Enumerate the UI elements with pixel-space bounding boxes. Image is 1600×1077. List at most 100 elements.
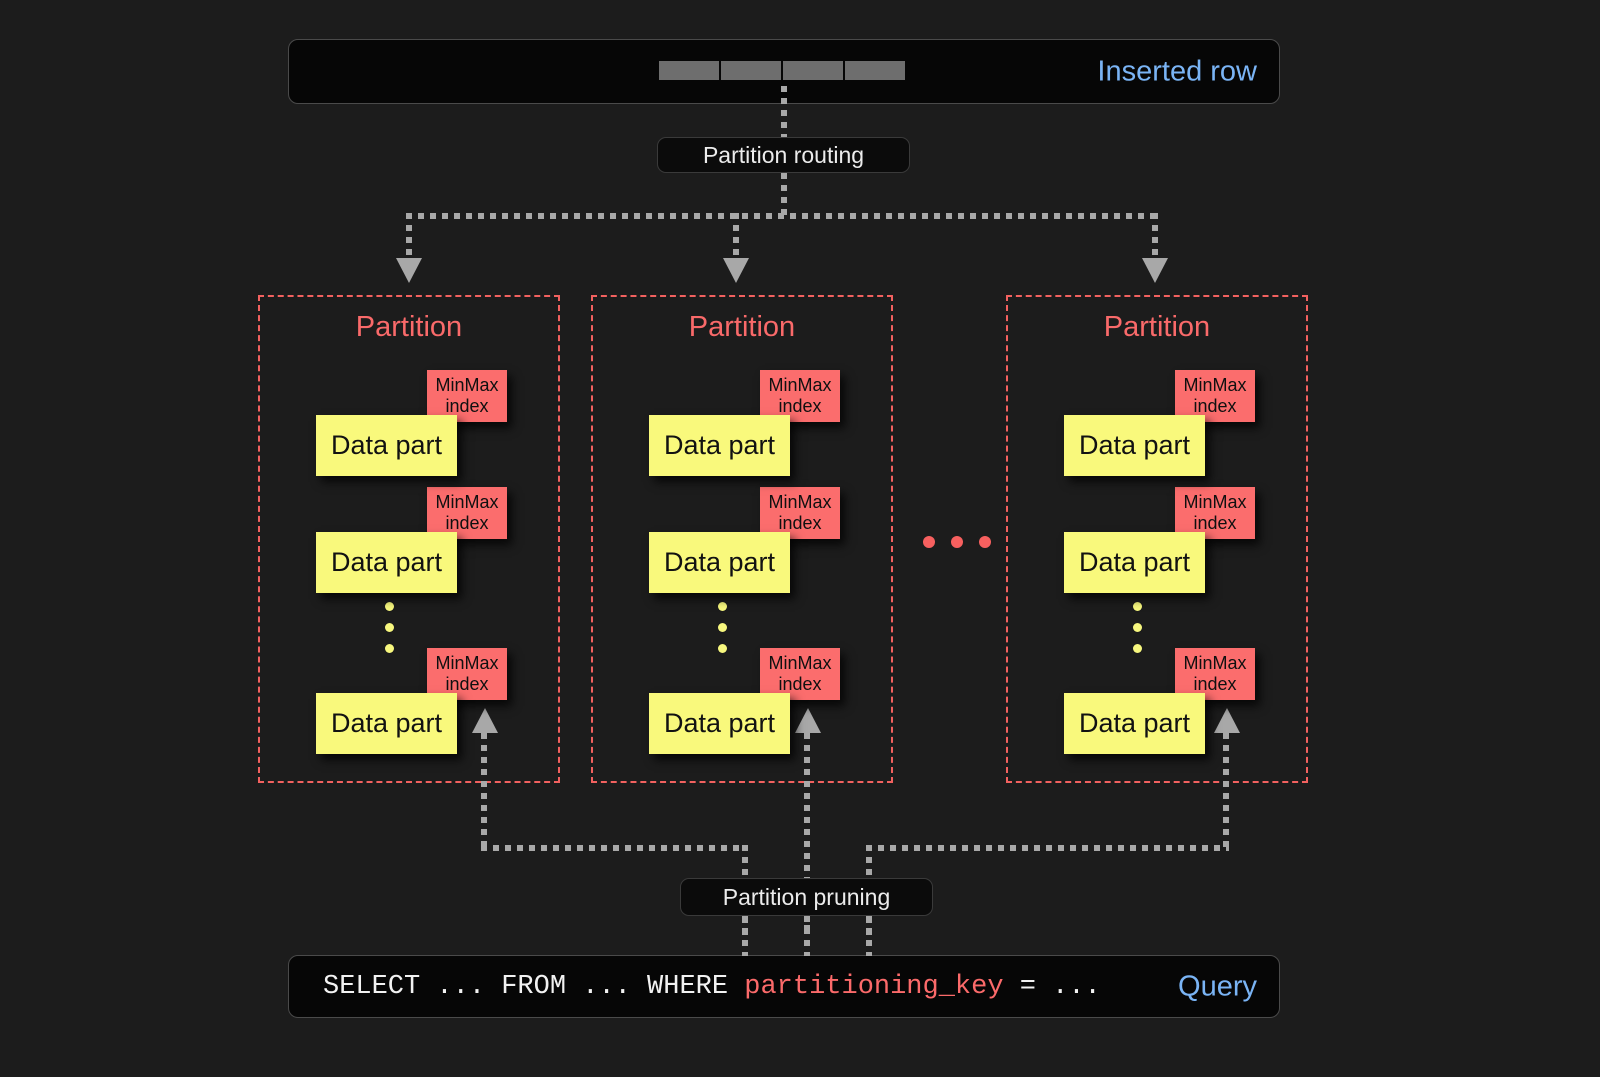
connector-pruning-up-3 bbox=[1223, 733, 1229, 849]
ellipsis-dot bbox=[385, 623, 394, 632]
minmax-index-line1: MinMax bbox=[435, 652, 499, 673]
partition-routing-box: Partition routing bbox=[657, 137, 910, 173]
data-part-group: MinMax index Data part bbox=[316, 648, 516, 754]
connector-row-to-routing bbox=[781, 86, 787, 137]
minmax-index-line1: MinMax bbox=[435, 491, 499, 512]
connector-pruning-to-query-3 bbox=[866, 916, 872, 956]
connector-pruning-bus-right bbox=[866, 845, 1229, 851]
data-part-box: Data part bbox=[316, 693, 457, 754]
minmax-index-line1: MinMax bbox=[768, 374, 832, 395]
connector-routing-drop-3 bbox=[1152, 213, 1158, 261]
data-part-group: MinMax index Data part bbox=[649, 487, 849, 593]
data-part-box: Data part bbox=[1064, 415, 1205, 476]
query-text-suffix: = ... bbox=[1003, 971, 1101, 1002]
minmax-index-box: MinMax index bbox=[760, 487, 840, 539]
arrow-down-to-partition-1 bbox=[396, 258, 422, 283]
data-part-group: MinMax index Data part bbox=[316, 487, 516, 593]
ellipsis-dot bbox=[718, 602, 727, 611]
minmax-index-line2: index bbox=[778, 674, 822, 694]
data-part-group: MinMax index Data part bbox=[1064, 370, 1264, 476]
data-part-box: Data part bbox=[649, 532, 790, 593]
connector-routing-down bbox=[781, 173, 787, 216]
arrow-down-to-partition-3 bbox=[1142, 258, 1168, 283]
data-part-box: Data part bbox=[649, 693, 790, 754]
ellipsis-dot bbox=[923, 536, 935, 548]
connector-pruning-to-query-1 bbox=[742, 916, 748, 956]
query-bar: SELECT ... FROM ... WHERE partitioning_k… bbox=[288, 955, 1280, 1018]
data-part-box: Data part bbox=[1064, 693, 1205, 754]
partition-box-3: Partition MinMax index Data part MinMax … bbox=[1006, 295, 1308, 783]
ellipsis-dot bbox=[385, 602, 394, 611]
partition-box-1: Partition MinMax index Data part MinMax … bbox=[258, 295, 560, 783]
horizontal-ellipsis bbox=[923, 536, 991, 548]
vertical-ellipsis bbox=[385, 602, 394, 653]
partition-box-2: Partition MinMax index Data part MinMax … bbox=[591, 295, 893, 783]
connector-routing-drop-1 bbox=[406, 213, 412, 261]
minmax-index-box: MinMax index bbox=[760, 648, 840, 700]
query-partitioning-key: partitioning_key bbox=[744, 971, 1004, 1002]
minmax-index-line2: index bbox=[778, 513, 822, 533]
ellipsis-dot bbox=[951, 536, 963, 548]
connector-pruning-bus-left bbox=[481, 845, 747, 851]
minmax-index-box: MinMax index bbox=[427, 487, 507, 539]
partition-pruning-label: Partition pruning bbox=[722, 883, 891, 910]
ellipsis-dot bbox=[979, 536, 991, 548]
connector-routing-bus bbox=[406, 213, 1158, 219]
data-part-box: Data part bbox=[316, 415, 457, 476]
data-part-box: Data part bbox=[649, 415, 790, 476]
ellipsis-dot bbox=[718, 623, 727, 632]
minmax-index-line1: MinMax bbox=[768, 652, 832, 673]
connector-pruning-to-query-2 bbox=[804, 916, 810, 956]
data-part-group: MinMax index Data part bbox=[1064, 648, 1264, 754]
ellipsis-dot bbox=[718, 644, 727, 653]
minmax-index-line2: index bbox=[1193, 513, 1237, 533]
connector-pruning-up-2 bbox=[804, 733, 810, 936]
ellipsis-dot bbox=[1133, 644, 1142, 653]
ellipsis-dot bbox=[1133, 623, 1142, 632]
minmax-index-line1: MinMax bbox=[1183, 491, 1247, 512]
arrow-up-to-partition-2 bbox=[795, 708, 821, 733]
partition-title: Partition bbox=[355, 311, 463, 343]
connector-pruning-up-1 bbox=[481, 733, 487, 849]
minmax-index-box: MinMax index bbox=[1175, 648, 1255, 700]
data-part-box: Data part bbox=[1064, 532, 1205, 593]
query-label: Query bbox=[1178, 970, 1257, 1002]
minmax-index-line2: index bbox=[1193, 396, 1237, 416]
data-part-box: Data part bbox=[316, 532, 457, 593]
minmax-index-box: MinMax index bbox=[427, 648, 507, 700]
data-part-group: MinMax index Data part bbox=[1064, 487, 1264, 593]
minmax-index-line2: index bbox=[445, 396, 489, 416]
arrow-down-to-partition-2 bbox=[723, 258, 749, 283]
partition-title: Partition bbox=[1103, 311, 1211, 343]
row-cell bbox=[721, 61, 781, 80]
vertical-ellipsis bbox=[1133, 602, 1142, 653]
minmax-index-line1: MinMax bbox=[1183, 652, 1247, 673]
data-part-group: MinMax index Data part bbox=[649, 370, 849, 476]
data-part-group: MinMax index Data part bbox=[316, 370, 516, 476]
partition-routing-label: Partition routing bbox=[702, 141, 865, 168]
minmax-index-line2: index bbox=[1193, 674, 1237, 694]
ellipsis-dot bbox=[1133, 602, 1142, 611]
minmax-index-line1: MinMax bbox=[435, 374, 499, 395]
partition-pruning-box: Partition pruning bbox=[680, 878, 933, 916]
inserted-row-cells bbox=[659, 61, 905, 80]
minmax-index-line2: index bbox=[778, 396, 822, 416]
data-part-group: MinMax index Data part bbox=[649, 648, 849, 754]
query-text-prefix: SELECT ... FROM ... WHERE bbox=[323, 971, 745, 1002]
connector-routing-drop-2 bbox=[733, 213, 739, 261]
row-cell bbox=[659, 61, 719, 80]
minmax-index-box: MinMax index bbox=[760, 370, 840, 422]
inserted-row-label: Inserted row bbox=[1097, 55, 1257, 87]
minmax-index-line1: MinMax bbox=[1183, 374, 1247, 395]
minmax-index-line1: MinMax bbox=[768, 491, 832, 512]
arrow-up-to-partition-1 bbox=[472, 708, 498, 733]
vertical-ellipsis bbox=[718, 602, 727, 653]
minmax-index-box: MinMax index bbox=[1175, 487, 1255, 539]
minmax-index-box: MinMax index bbox=[427, 370, 507, 422]
row-cell bbox=[783, 61, 843, 80]
minmax-index-line2: index bbox=[445, 674, 489, 694]
minmax-index-box: MinMax index bbox=[1175, 370, 1255, 422]
minmax-index-line2: index bbox=[445, 513, 489, 533]
row-cell bbox=[845, 61, 905, 80]
